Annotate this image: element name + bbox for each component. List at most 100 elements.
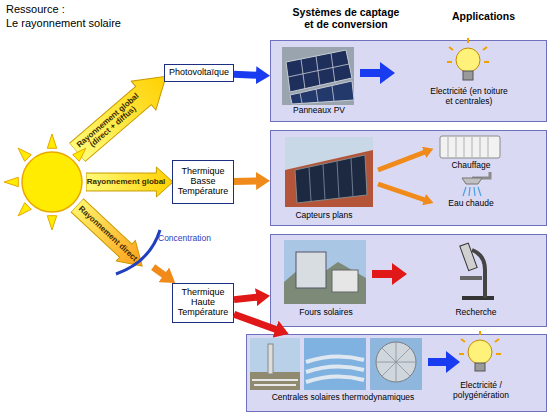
radiation-arrow: Rayonnement global (direct + diffus) <box>64 60 180 167</box>
solar-furnace-photo <box>284 240 366 304</box>
bulb-glow <box>459 331 501 354</box>
bulb-glow <box>447 38 489 62</box>
microscope-tube <box>460 243 477 271</box>
arrow-label: Rayonnement global <box>86 173 166 191</box>
collector <box>295 155 367 203</box>
photo-background <box>250 338 300 390</box>
box-label: Thermique Haute Température <box>173 284 233 322</box>
parabolic-dish <box>376 342 416 382</box>
conversion-box: Thermique Haute Température <box>172 283 234 323</box>
pv-module <box>290 81 354 104</box>
sun-ray <box>18 203 31 216</box>
application-panel: Fours solaires Recherche <box>270 234 547 327</box>
flow-arrow <box>234 177 258 184</box>
sun-ray <box>4 177 18 186</box>
pv-grid <box>288 53 349 103</box>
flow-arrow <box>234 314 277 330</box>
bulb-base <box>475 363 485 371</box>
sun-ray <box>47 134 56 148</box>
column-heading: Systèmes de captage et de conversion <box>290 6 402 30</box>
panel-caption: Fours solaires <box>281 308 371 318</box>
furnace-mirror <box>296 252 326 288</box>
microscope-stage <box>460 276 482 280</box>
pv-panels-photo <box>282 47 354 105</box>
water-jets <box>463 187 481 196</box>
header-text: Le rayonnement solaire <box>6 17 121 30</box>
panel-caption: Electricité (en toiture et centrales) <box>427 87 511 107</box>
light-bulb-icon <box>459 331 501 371</box>
flow-arrow-inner <box>378 184 425 200</box>
sun-disc <box>22 152 82 212</box>
dish-plant-photo <box>370 338 422 390</box>
microscope-icon <box>460 243 494 298</box>
light-bulb-icon <box>447 38 489 80</box>
column-heading: Applications <box>452 10 515 22</box>
photo-background <box>370 338 422 390</box>
radiator-fins <box>448 137 488 157</box>
heliostats <box>252 380 298 385</box>
photo-background <box>285 137 373 207</box>
photo-background <box>284 240 366 304</box>
panel-caption: Eau chaude <box>436 199 506 209</box>
collector-tubes <box>309 158 353 201</box>
dish-facets <box>376 342 416 382</box>
roof <box>285 150 373 207</box>
shower-pipe <box>472 172 490 178</box>
sun-ray <box>18 148 31 161</box>
panel-caption: Capteurs plans <box>279 211 369 221</box>
box-label: Photovoltaïque <box>165 65 233 81</box>
flat-collector-photo <box>285 137 373 207</box>
tower-plant-photo <box>250 338 300 390</box>
sun-ray <box>47 216 56 230</box>
header-text: Ressource : <box>6 3 65 16</box>
radiator-icon <box>440 136 500 158</box>
arrow-body <box>65 62 179 167</box>
application-panel: Capteurs plans ChauffageEau chaude <box>270 130 547 226</box>
arrow-body <box>86 167 173 197</box>
solar-tower <box>268 344 273 374</box>
bulb-base <box>463 71 473 80</box>
box-label: Thermique Basse Température <box>173 161 233 203</box>
application-panel: Panneaux PV Electricité (en toiture et ce… <box>270 40 547 122</box>
arrow-label: Rayonnement global (direct + diffus) <box>69 86 151 161</box>
ground <box>250 372 300 390</box>
flow-arrow-inner <box>372 263 407 285</box>
panel-caption: Electricité / polygénération <box>445 381 517 401</box>
flow-arrow-inner <box>378 152 425 170</box>
shower-icon <box>462 172 490 196</box>
concentration-lens <box>116 230 160 274</box>
panel-caption: Chauffage <box>436 161 506 171</box>
bulb-glass <box>468 340 492 364</box>
flow-arrow-inner <box>360 62 395 84</box>
photo-background <box>282 47 354 105</box>
sun-symbol <box>4 134 86 230</box>
conversion-box: Thermique Basse Température <box>172 160 234 204</box>
shower-head <box>462 178 482 184</box>
pv-module <box>286 50 352 92</box>
radiation-arrow: Rayonnement global <box>86 166 174 198</box>
panel-caption: Panneaux PV <box>279 106 359 116</box>
microscope-arm <box>472 250 485 298</box>
sun-ray <box>73 148 86 161</box>
panel-caption: Centrales solaires thermodynamiques <box>255 393 431 403</box>
arrow-body <box>68 195 152 276</box>
trough-plant-photo <box>304 338 366 390</box>
conversion-box: Photovoltaïque <box>164 64 234 82</box>
flow-arrow-inner <box>428 351 460 373</box>
arrow-label: Rayonnement direct <box>71 199 145 269</box>
radiation-arrow: Rayonnement direct <box>67 194 153 277</box>
bulb-glass <box>456 48 480 72</box>
radiator-body <box>440 136 500 158</box>
flow-arrow <box>153 267 165 276</box>
furnace-building <box>332 270 358 292</box>
application-panel: Centrales solaires thermodynamiques Elect… <box>246 334 547 412</box>
mountains <box>284 262 366 304</box>
flow-arrow <box>234 297 258 300</box>
flow-arrow <box>234 71 258 79</box>
panel-caption: Recherche <box>441 308 511 318</box>
microscope-base <box>462 296 494 300</box>
process-label: Concentration <box>158 234 211 244</box>
photo-background <box>304 338 366 390</box>
